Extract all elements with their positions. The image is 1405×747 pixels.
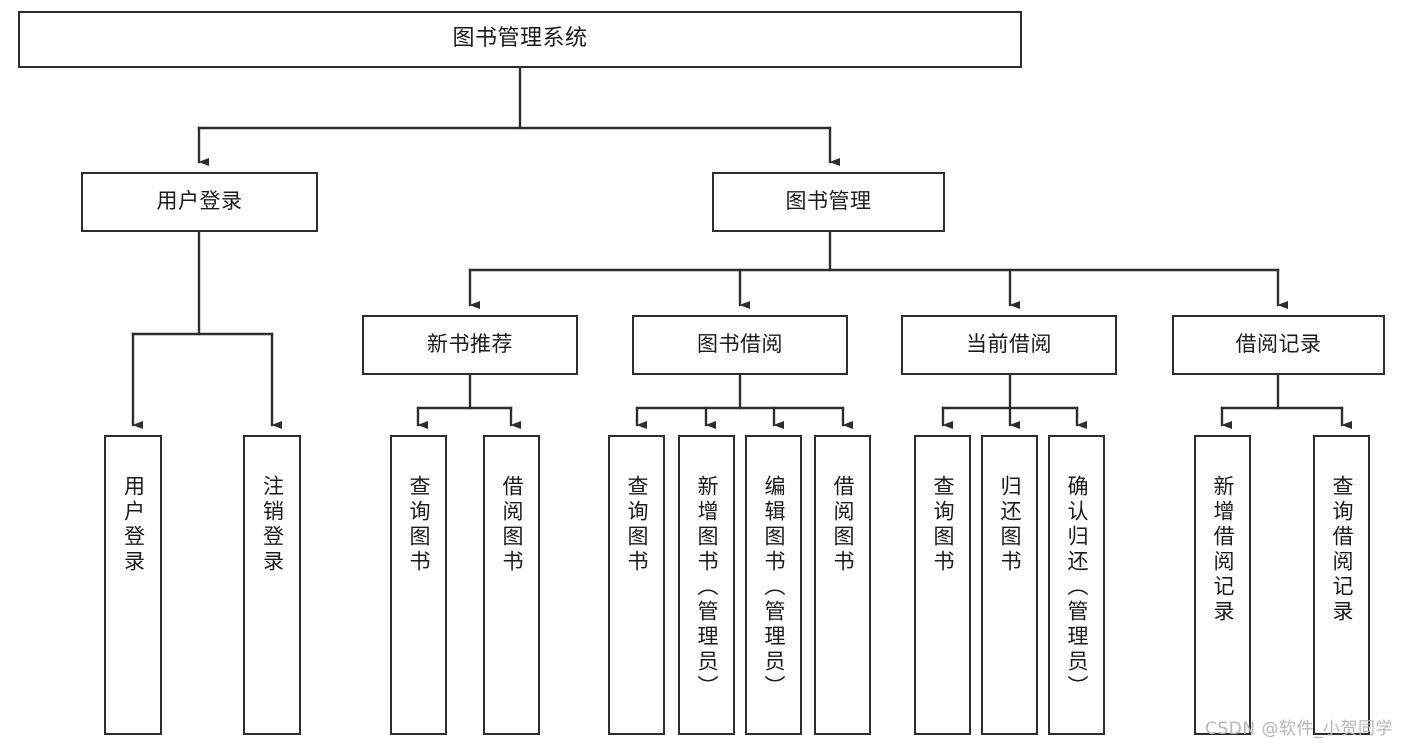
leaf-borrow-record-query[interactable]: 查询借阅记录: [1313, 435, 1370, 735]
leaf-current-borrow-query[interactable]: 查询图书: [914, 435, 971, 735]
watermark-text: CSDN @软件_小贺同学: [1205, 719, 1393, 739]
node-new-book-recommend[interactable]: 新书推荐: [362, 315, 578, 375]
node-book-borrow[interactable]: 图书借阅: [632, 315, 848, 375]
node-book-management[interactable]: 图书管理: [712, 172, 945, 232]
leaf-book-borrow-query[interactable]: 查询图书: [608, 435, 665, 735]
leaf-user-login-logout[interactable]: 注销登录: [243, 435, 301, 735]
node-label: 查询图书: [407, 475, 431, 575]
leaf-book-borrow-edit[interactable]: 编辑图书（管理员）: [745, 435, 802, 735]
node-label: 图书借阅: [697, 332, 783, 357]
node-borrow-record[interactable]: 借阅记录: [1172, 315, 1385, 375]
node-label: 编辑图书（管理员）: [762, 475, 786, 700]
node-label: 归还图书: [998, 475, 1022, 575]
leaf-current-borrow-confirm-return[interactable]: 确认归还（管理员）: [1048, 435, 1105, 735]
node-label: 图书管理: [785, 189, 872, 214]
node-label: 用户登录: [121, 475, 146, 575]
node-label: 查询图书: [931, 475, 955, 575]
node-label: 借阅图书: [500, 475, 524, 575]
node-user-login[interactable]: 用户登录: [81, 172, 318, 232]
node-current-borrow[interactable]: 当前借阅: [901, 315, 1117, 375]
node-label: 新书推荐: [427, 332, 513, 357]
node-root-book-management-system[interactable]: 图书管理系统: [18, 11, 1022, 68]
node-label: 用户登录: [156, 189, 243, 214]
leaf-book-borrow-add[interactable]: 新增图书（管理员）: [678, 435, 735, 735]
node-label: 图书管理系统: [452, 26, 588, 52]
leaf-borrow-record-add[interactable]: 新增借阅记录: [1194, 435, 1251, 735]
node-label: 查询图书: [625, 475, 649, 575]
node-label: 新增借阅记录: [1211, 475, 1235, 625]
leaf-new-book-borrow[interactable]: 借阅图书: [483, 435, 540, 735]
node-label: 借阅记录: [1235, 332, 1322, 357]
node-label: 确认归还（管理员）: [1065, 475, 1089, 700]
node-label: 借阅图书: [831, 475, 855, 575]
leaf-book-borrow-borrow[interactable]: 借阅图书: [814, 435, 871, 735]
node-label: 新增图书（管理员）: [695, 475, 719, 700]
node-label: 当前借阅: [966, 332, 1052, 357]
node-label: 查询借阅记录: [1330, 475, 1354, 625]
leaf-current-borrow-return[interactable]: 归还图书: [981, 435, 1038, 735]
node-label: 注销登录: [260, 475, 285, 575]
leaf-new-book-query[interactable]: 查询图书: [390, 435, 447, 735]
leaf-user-login-login[interactable]: 用户登录: [104, 435, 162, 735]
